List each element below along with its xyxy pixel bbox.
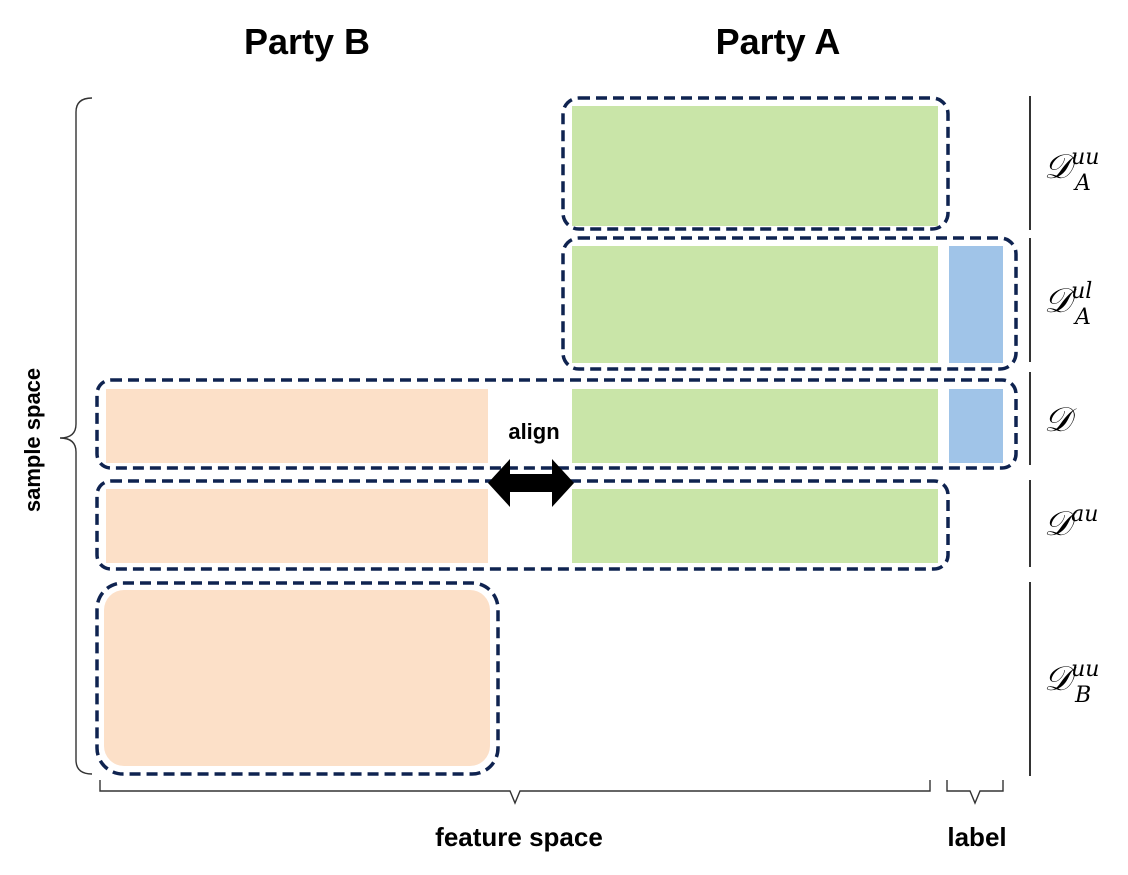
- party-b-features-block-uu: [104, 590, 490, 766]
- party-a-features-block-ul: [572, 246, 938, 363]
- set-outline-d-a-uu: [561, 96, 950, 231]
- label-axis-label: label: [947, 822, 1006, 852]
- set-outline-d: [95, 378, 1018, 470]
- set-outline-d-b-uu: [95, 581, 500, 776]
- sample-space-label: sample space: [20, 368, 45, 512]
- align-double-arrow-icon: [488, 459, 574, 507]
- sample-space-brace: [59, 97, 93, 775]
- label-brace: [946, 780, 1004, 805]
- party-a-features-block-aligned: [572, 389, 938, 463]
- label-block-ul: [949, 246, 1003, 363]
- set-label-d: 𝒟: [1044, 400, 1077, 440]
- party-b-header: Party B: [244, 21, 370, 62]
- party-a-features-block-au: [572, 489, 938, 563]
- party-a-features-block-uu: [572, 106, 938, 226]
- party-b-features-block-aligned: [106, 389, 488, 463]
- party-b-features-block-au: [106, 489, 488, 563]
- label-block-aligned: [949, 389, 1003, 463]
- feature-space-label: feature space: [435, 822, 603, 852]
- set-label-d-au: 𝒟au: [1044, 502, 1098, 544]
- feature-space-brace: [99, 780, 931, 805]
- align-label: align: [508, 419, 559, 444]
- set-outline-d-a-ul: [561, 236, 1018, 371]
- party-a-header: Party A: [716, 21, 841, 62]
